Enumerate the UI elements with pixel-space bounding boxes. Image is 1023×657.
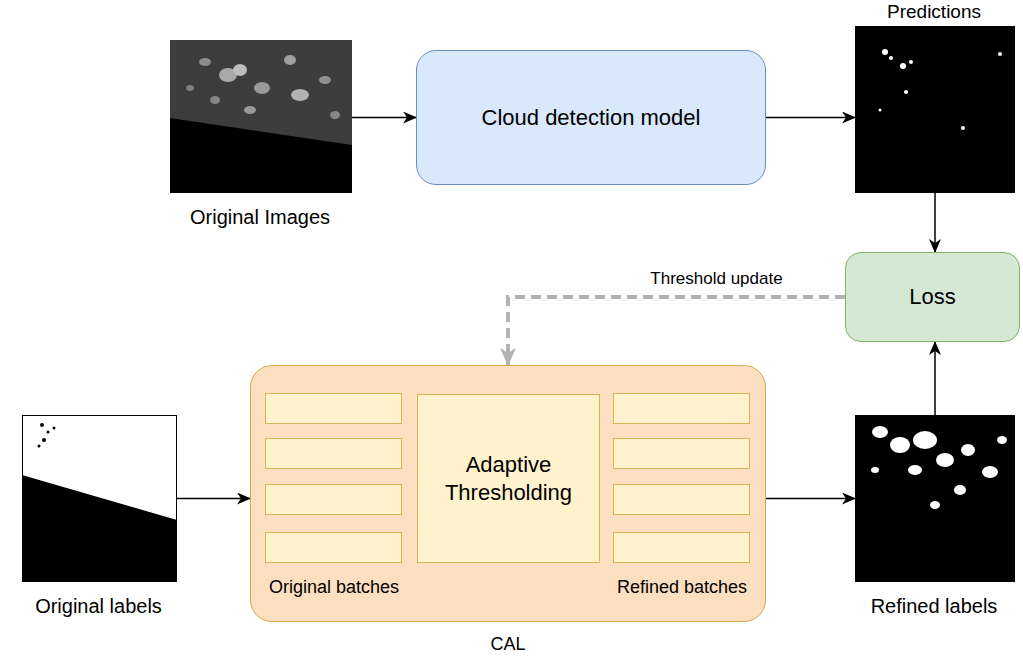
flow-arrow bbox=[177, 498, 250, 500]
caption: Refined batches bbox=[617, 576, 747, 599]
flow-arrow bbox=[934, 193, 936, 252]
label-image: Refined labels bbox=[855, 415, 1015, 582]
caption: Original Images bbox=[190, 205, 330, 230]
feedback-arrow bbox=[508, 297, 845, 365]
cal-module: CALOriginal batchesRefined batchesAdapti… bbox=[250, 365, 766, 622]
original-label-mask bbox=[22, 416, 177, 583]
process-box: Cloud detection model bbox=[416, 50, 766, 185]
output-image: Predictions bbox=[855, 26, 1015, 193]
label-image: Original labels bbox=[22, 415, 177, 582]
caption: Predictions bbox=[887, 0, 981, 24]
caption: Refined labels bbox=[871, 594, 998, 619]
satellite-image bbox=[170, 40, 352, 193]
caption: CAL bbox=[490, 633, 525, 656]
input-image: Original Images bbox=[170, 40, 352, 193]
caption: Original labels bbox=[35, 594, 162, 619]
box-label: Adaptive Thresholding bbox=[429, 451, 588, 506]
flow-arrow bbox=[766, 117, 855, 119]
edge-label: Threshold update bbox=[647, 269, 785, 289]
box-label: Cloud detection model bbox=[482, 104, 701, 132]
flow-arrow bbox=[934, 342, 936, 415]
refined-label-mask bbox=[855, 415, 1015, 582]
caption: Original batches bbox=[269, 576, 399, 599]
thresholding-box: Adaptive Thresholding bbox=[417, 394, 600, 563]
prediction-mask bbox=[855, 26, 1015, 193]
box-label: Loss bbox=[909, 283, 955, 311]
loss-box: Loss bbox=[845, 252, 1020, 342]
flow-arrow bbox=[766, 498, 855, 500]
flow-arrow bbox=[352, 117, 416, 119]
